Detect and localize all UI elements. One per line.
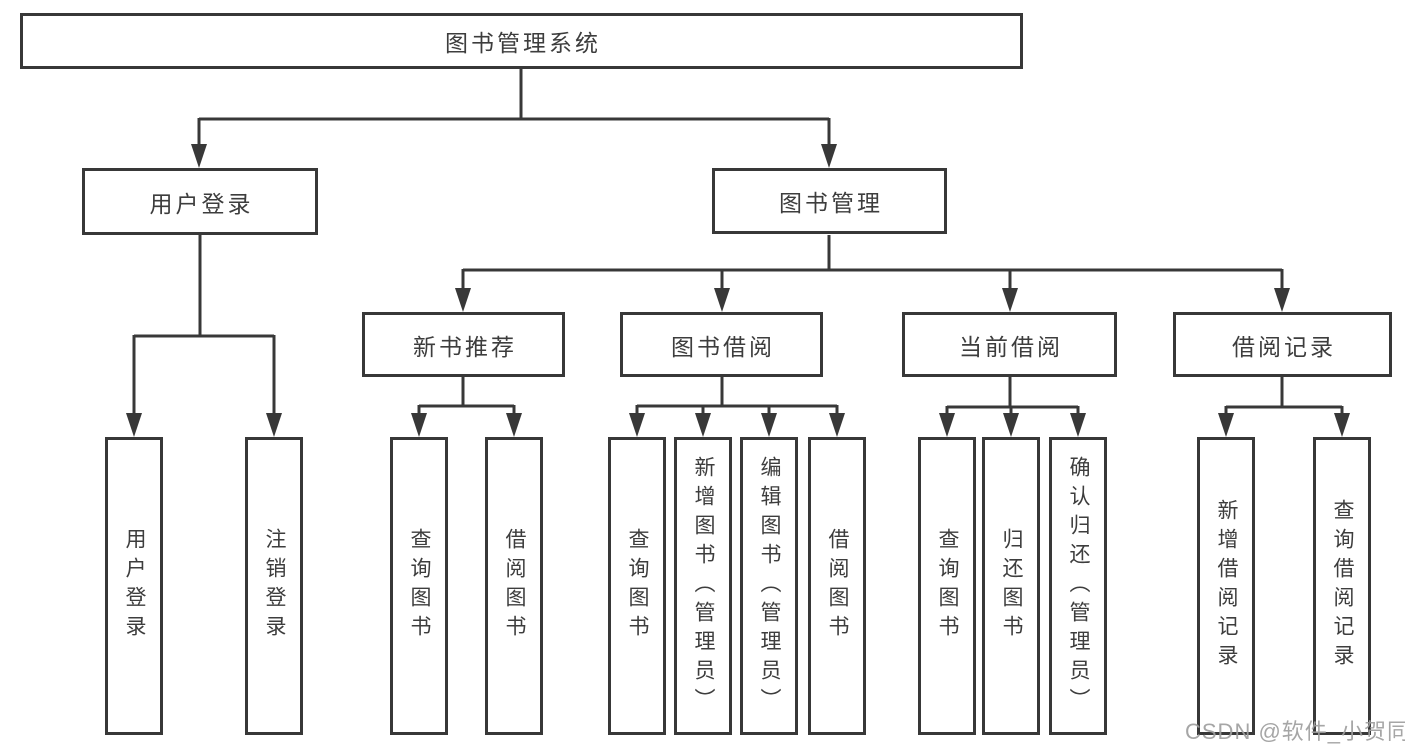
leaf-return-book: 归还图书 [982,437,1040,735]
arrow-down-icon [761,413,777,437]
arrow-down-icon [695,413,711,437]
arrow-down-icon [266,413,282,437]
node-library-management-system: 图书管理系统 [20,13,1023,69]
arrow-down-icon [1002,288,1018,312]
arrow-down-icon [829,413,845,437]
arrow-down-icon [191,144,207,168]
leaf-query-books-recommend: 查询图书 [390,437,448,735]
leaf-edit-book-admin: 编辑图书（管理员） [740,437,798,735]
leaf-query-books-current: 查询图书 [918,437,976,735]
arrow-down-icon [1218,413,1234,437]
node-new-book-recommend: 新书推荐 [362,312,565,377]
leaf-user-login: 用户登录 [105,437,163,735]
leaf-add-book-admin: 新增图书（管理员） [674,437,732,735]
arrow-down-icon [1003,413,1019,437]
node-borrow-records: 借阅记录 [1173,312,1392,377]
leaf-borrow-books: 借阅图书 [808,437,866,735]
leaf-query-books-borrow: 查询图书 [608,437,666,735]
arrow-down-icon [821,144,837,168]
node-book-management: 图书管理 [712,168,947,234]
leaf-logout: 注销登录 [245,437,303,735]
node-current-borrow: 当前借阅 [902,312,1117,377]
arrow-down-icon [714,288,730,312]
arrow-down-icon [939,413,955,437]
arrow-down-icon [1334,413,1350,437]
node-book-borrow: 图书借阅 [620,312,823,377]
arrow-down-icon [455,288,471,312]
leaf-confirm-return-admin: 确认归还（管理员） [1049,437,1107,735]
leaf-add-borrow-record: 新增借阅记录 [1197,437,1255,735]
arrow-down-icon [629,413,645,437]
node-user-login: 用户登录 [82,168,318,235]
arrow-down-icon [1274,288,1290,312]
arrow-down-icon [506,413,522,437]
arrow-down-icon [411,413,427,437]
arrow-down-icon [126,413,142,437]
arrow-down-icon [1070,413,1086,437]
watermark: CSDN @软件_小贺同学 [1185,719,1405,744]
leaf-borrow-books-recommend: 借阅图书 [485,437,543,735]
leaf-query-borrow-record: 查询借阅记录 [1313,437,1371,735]
